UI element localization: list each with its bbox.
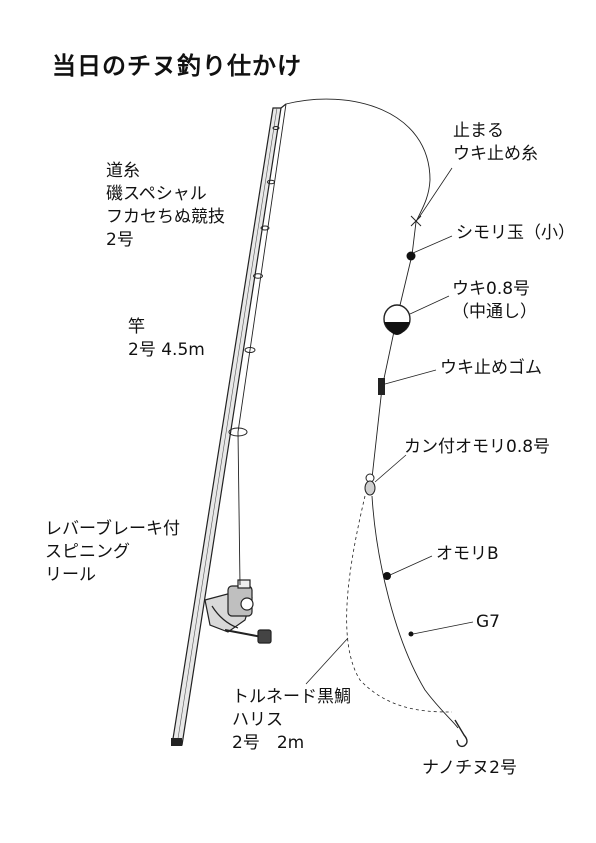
float-stopper-label: ウキ止めゴム bbox=[440, 358, 542, 378]
rod-butt-cap bbox=[171, 738, 182, 746]
reel-label: レバーブレーキ付 スピニング リール bbox=[45, 519, 180, 585]
hook-label: ナノチヌ2号 bbox=[422, 758, 517, 778]
leader-line bbox=[371, 495, 459, 729]
hook bbox=[454, 719, 468, 748]
leader-dashed-line bbox=[346, 495, 453, 713]
leader-label: トルネード黒鯛 ハリス 2号 2m bbox=[232, 687, 351, 753]
swivel-sinker bbox=[364, 473, 376, 496]
pointer-lines bbox=[305, 167, 474, 685]
sinker-g7 bbox=[408, 631, 414, 637]
rod-label: 竿 2号 4.5m bbox=[128, 317, 205, 360]
float bbox=[383, 304, 411, 335]
sinker-g7-label: G7 bbox=[476, 612, 500, 632]
sinker-b-label: オモリB bbox=[436, 544, 499, 564]
fishing-rod bbox=[171, 103, 287, 746]
stop-knot-label: 止まる ウキ止め糸 bbox=[453, 121, 538, 164]
float-stopper-rubber bbox=[378, 378, 385, 395]
sinker-b bbox=[383, 572, 391, 580]
main-line-label: 道糸 磯スペシャル フカセちぬ競技 2号 bbox=[106, 161, 225, 250]
swivel-sinker-label: カン付オモリ0.8号 bbox=[404, 437, 551, 457]
shimori-bead bbox=[406, 251, 416, 261]
float-label: ウキ0.8号 （中通し） bbox=[452, 279, 537, 322]
shimori-bead-label: シモリ玉（小） bbox=[456, 223, 575, 243]
spinning-reel bbox=[204, 579, 272, 644]
page-title: 当日のチヌ釣り仕かけ bbox=[52, 52, 302, 80]
